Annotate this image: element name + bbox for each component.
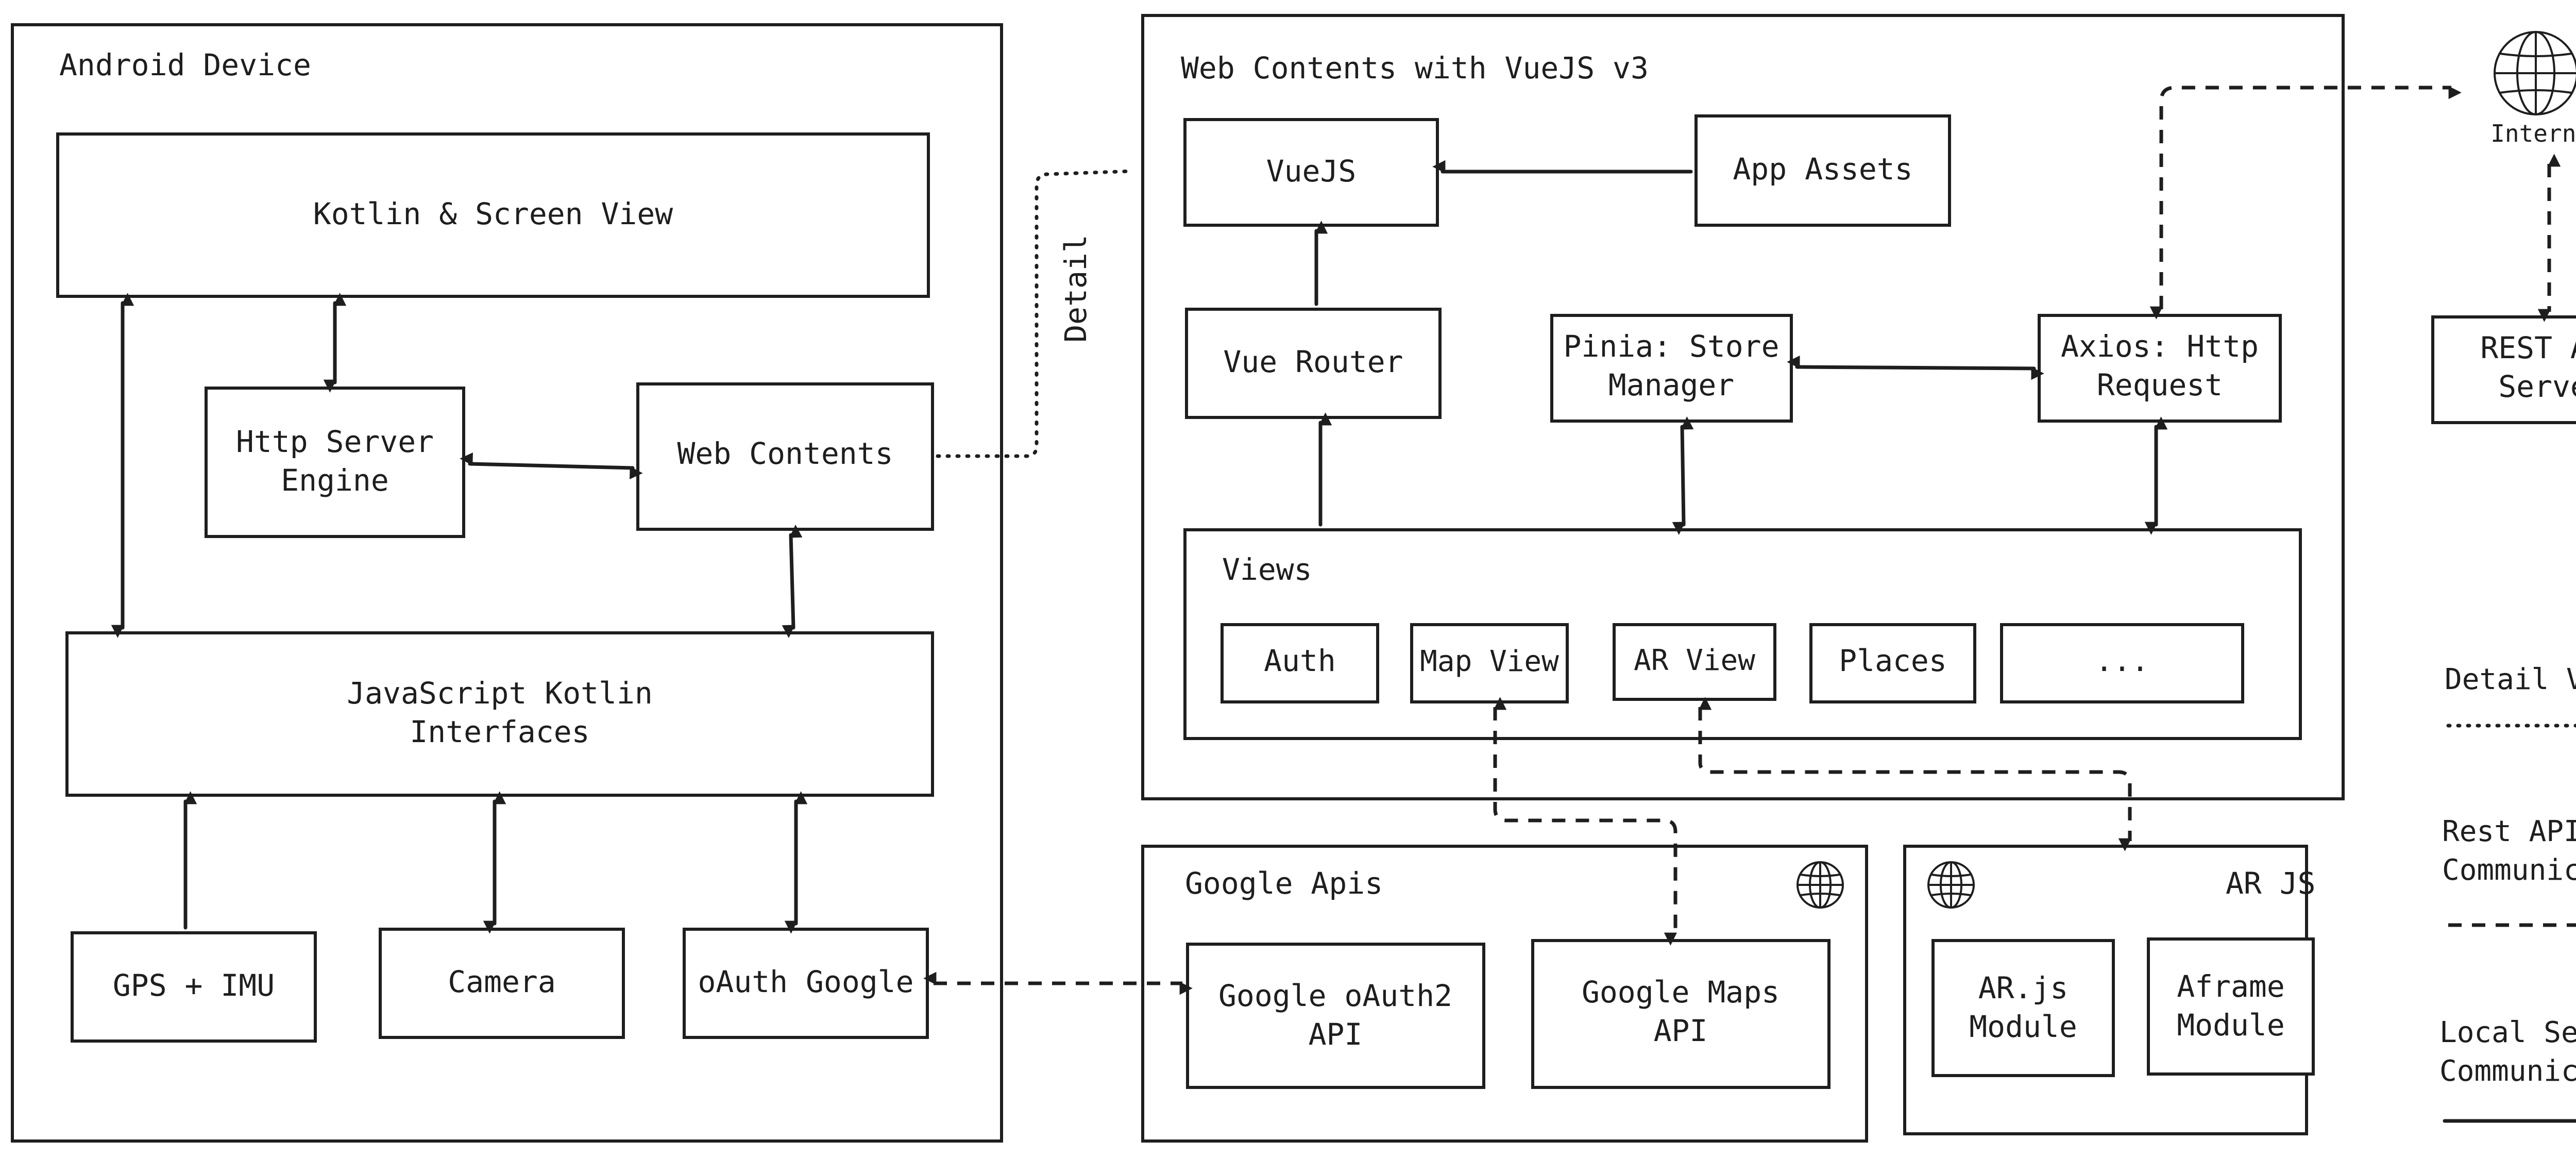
- svg-text:Pinia: Store: Pinia: Store: [1563, 329, 1779, 364]
- arrow-arview-arjs: [1698, 697, 2132, 851]
- svg-text:Axios: Http: Axios: Http: [2061, 329, 2259, 364]
- web-contents-label: Web Contents: [677, 436, 893, 471]
- auth-view-box: Auth: [1221, 623, 1379, 703]
- svg-text:Communication: Communication: [2439, 1054, 2576, 1088]
- vue-router-label: Vue Router: [1223, 344, 1403, 379]
- svg-text:Rest API: Rest API: [2442, 815, 2576, 848]
- detail-connector: Detail: [936, 169, 1136, 458]
- app-assets-label: App Assets: [1733, 152, 1912, 187]
- arjs-module-box: AR.js Module: [1931, 939, 2115, 1077]
- detail-edge-label: Detail: [1058, 234, 1093, 343]
- arrow-http-webcontents: [460, 452, 643, 480]
- local-connectors: [111, 160, 2168, 934]
- more-views-box: ...: [2000, 623, 2244, 703]
- svg-text:Http Server: Http Server: [236, 424, 434, 459]
- arrow-webcontents-jsinterfaces: [782, 524, 803, 639]
- google-oauth2-api-box: Google oAuth2 API: [1186, 943, 1485, 1089]
- globe-icon: [2494, 31, 2576, 115]
- ar-js-title: AR JS: [2226, 866, 2316, 901]
- vue-router-box: Vue Router: [1185, 308, 1442, 419]
- svg-text:REST API: REST API: [2480, 330, 2576, 365]
- svg-text:Module: Module: [2177, 1008, 2285, 1043]
- arrow-pinia-axios: [1787, 355, 2044, 380]
- aframe-module-box: Aframe Module: [2147, 937, 2315, 1076]
- oauth-google-box: oAuth Google: [683, 928, 929, 1039]
- svg-text:Google oAuth2: Google oAuth2: [1218, 978, 1452, 1013]
- more-views-label: ...: [2095, 643, 2149, 678]
- javascript-kotlin-interfaces-box: JavaScript Kotlin Interfaces: [65, 631, 934, 797]
- ar-view-box: AR View: [1613, 623, 1776, 701]
- svg-text:Engine: Engine: [281, 463, 389, 498]
- google-apis-title: Google Apis: [1185, 866, 1383, 901]
- web-contents-title: Web Contents with VueJS v3: [1181, 51, 1649, 86]
- kotlin-screen-view-label: Kotlin & Screen View: [313, 196, 673, 231]
- oauth-google-label: oAuth Google: [698, 964, 913, 999]
- arrow-pinia-views: [1672, 416, 1694, 535]
- svg-text:Communication: Communication: [2442, 853, 2576, 887]
- pinia-store-box: Pinia: Store Manager: [1550, 314, 1793, 423]
- svg-text:Local Server: Local Server: [2439, 1016, 2576, 1049]
- vuejs-box: VueJS: [1183, 118, 1439, 227]
- internet-node: Internet: [2490, 31, 2576, 147]
- svg-text:API: API: [1654, 1013, 1708, 1048]
- svg-text:Server: Server: [2498, 369, 2576, 404]
- android-device-container: Android Device: [11, 23, 1003, 1143]
- map-view-label: Map View: [1420, 645, 1559, 678]
- svg-text:Request: Request: [2097, 367, 2223, 403]
- places-label: Places: [1839, 643, 1947, 678]
- kotlin-screen-view-box: Kotlin & Screen View: [56, 132, 930, 298]
- web-contents-box: Web Contents: [636, 382, 934, 531]
- auth-label: Auth: [1264, 643, 1336, 678]
- app-assets-box: App Assets: [1694, 114, 1951, 227]
- svg-text:Manager: Manager: [1608, 367, 1734, 403]
- camera-box: Camera: [379, 928, 625, 1039]
- google-maps-api-box: Google Maps API: [1531, 939, 1831, 1089]
- svg-text:Google Maps: Google Maps: [1582, 975, 1780, 1010]
- axios-http-box: Axios: Http Request: [2038, 314, 2282, 423]
- globe-icon: [1797, 861, 1844, 909]
- svg-text:Interfaces: Interfaces: [410, 714, 589, 749]
- legend-detail-view-label: Detail View: [2445, 663, 2576, 696]
- android-device-title: Android Device: [59, 47, 311, 82]
- internet-label: Internet: [2490, 120, 2576, 147]
- http-server-engine-box: Http Server Engine: [205, 387, 465, 538]
- svg-text:Module: Module: [1969, 1009, 2077, 1044]
- legend: Detail View Rest API Communication Local…: [2439, 663, 2576, 1123]
- rest-api-server-box: REST API Server: [2431, 315, 2576, 424]
- svg-text:Aframe: Aframe: [2177, 969, 2285, 1004]
- gps-imu-box: GPS + IMU: [71, 931, 317, 1043]
- svg-text:JavaScript Kotlin: JavaScript Kotlin: [347, 676, 653, 711]
- svg-text:API: API: [1309, 1017, 1363, 1052]
- svg-text:AR.js: AR.js: [1978, 970, 2069, 1005]
- map-view-box: Map View: [1410, 623, 1569, 703]
- ar-view-label: AR View: [1634, 644, 1755, 677]
- places-view-box: Places: [1809, 623, 1976, 703]
- rest-connectors: [923, 86, 2561, 995]
- views-title: Views: [1222, 552, 1312, 587]
- gps-imu-label: GPS + IMU: [113, 968, 275, 1003]
- vuejs-label: VueJS: [1266, 154, 1357, 189]
- arrow-axios-internet: [2149, 86, 2462, 320]
- arrow-mapview-googlemaps: [1493, 697, 1677, 946]
- camera-label: Camera: [448, 964, 556, 999]
- globe-icon: [1927, 861, 1975, 909]
